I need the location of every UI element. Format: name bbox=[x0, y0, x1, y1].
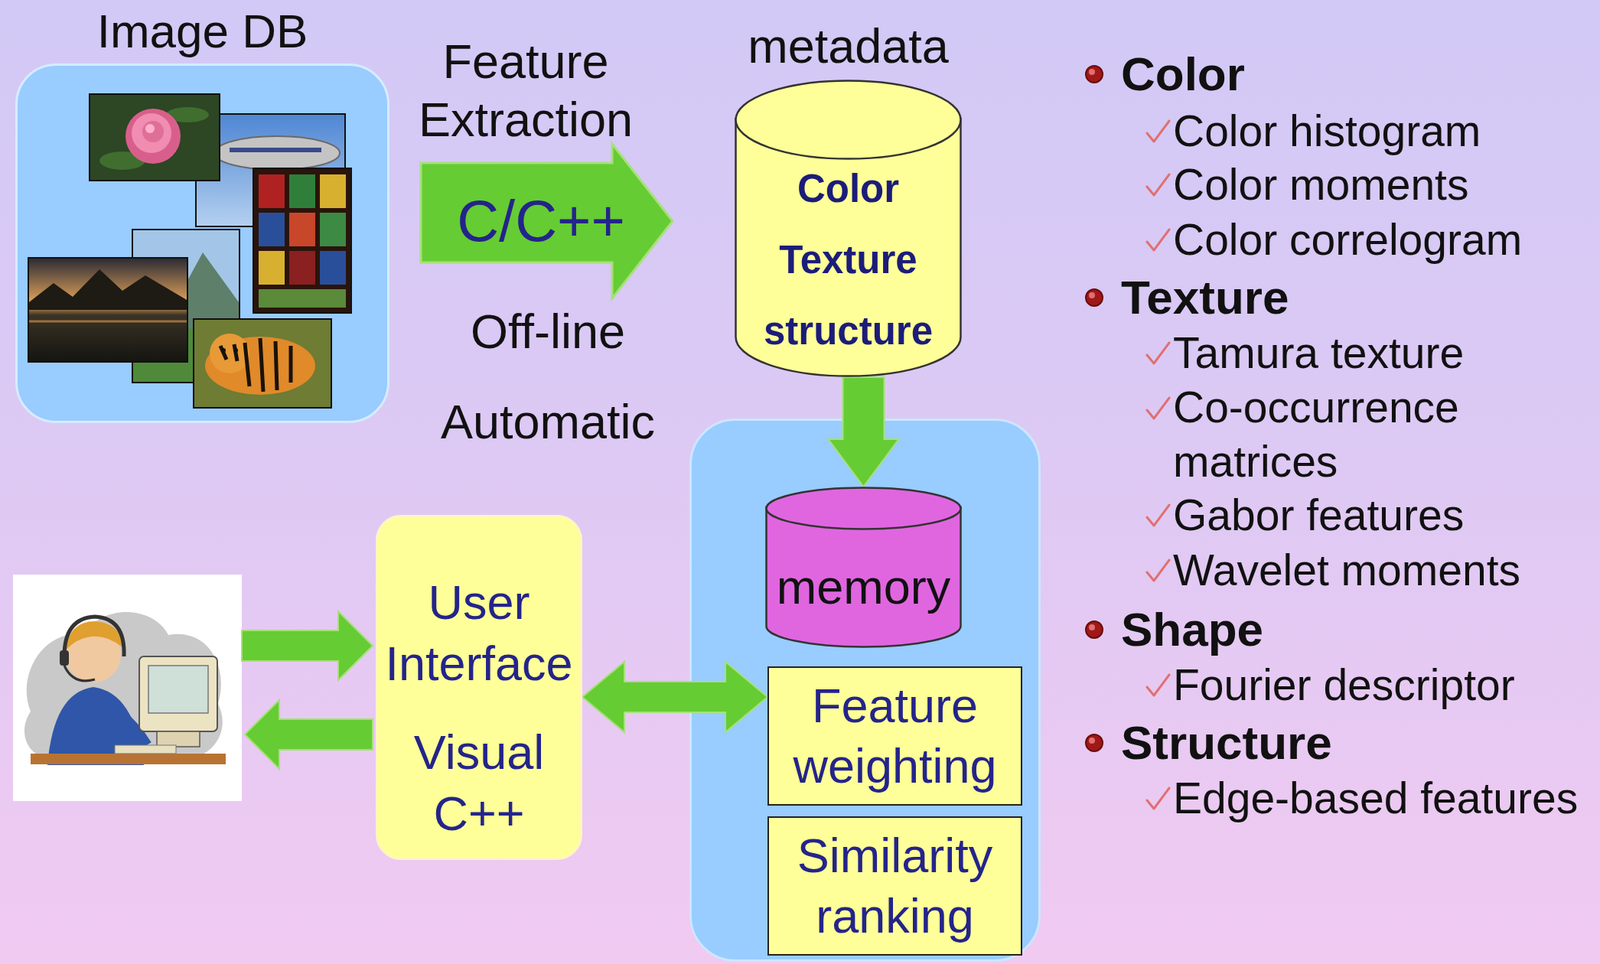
memory-cylinder: memory bbox=[765, 486, 962, 649]
label-slot: Structure bbox=[1120, 715, 1333, 771]
label-slot: Wavelet moments bbox=[1173, 542, 1521, 598]
box-subtitle: Visual C++ bbox=[378, 721, 581, 844]
language-label: C/C++ bbox=[420, 143, 662, 256]
step-label: Feature Extraction bbox=[372, 32, 679, 149]
feature-item: Gabor features bbox=[1173, 487, 1464, 543]
label-slot: Co-occurrence matrices bbox=[1173, 380, 1495, 489]
feature-item: Tamura texture bbox=[1173, 325, 1464, 381]
box-title: User Interface bbox=[378, 517, 581, 695]
category-heading: Shape bbox=[1120, 602, 1264, 658]
feature-item: Color correlogram bbox=[1173, 211, 1522, 268]
metadata-cylinder: metadataColor Texture structure bbox=[734, 79, 962, 378]
label-slot: Shape bbox=[1120, 602, 1264, 658]
check-marks bbox=[1147, 120, 1170, 809]
feature-item: Wavelet moments bbox=[1173, 542, 1521, 598]
label-slot: Edge-based features bbox=[1173, 770, 1578, 826]
list-bullets bbox=[1085, 65, 1103, 752]
process-box: Similarity ranking bbox=[767, 816, 1023, 956]
label-slot: Color moments bbox=[1173, 156, 1469, 212]
store-label: memory bbox=[765, 486, 962, 614]
feature-list: Color Texture structure bbox=[756, 153, 941, 367]
feature-item: Color moments bbox=[1173, 156, 1469, 212]
label-slot: Tamura texture bbox=[1173, 325, 1464, 381]
category-heading: Texture bbox=[1120, 270, 1289, 326]
step-label: Off-line bbox=[394, 304, 701, 359]
user-output-arrow bbox=[244, 700, 373, 770]
feature-item: Edge-based features bbox=[1173, 770, 1578, 826]
label-slot: Texture bbox=[1120, 270, 1289, 326]
category-heading: Structure bbox=[1120, 715, 1333, 771]
process-box: Feature weighting bbox=[767, 666, 1023, 806]
category-heading: Color bbox=[1120, 46, 1245, 102]
feature-item: Fourier descriptor bbox=[1173, 657, 1516, 713]
store-heading: metadata bbox=[734, 19, 962, 73]
extraction-arrow: C/C++ bbox=[420, 143, 674, 300]
user-input-arrow bbox=[241, 611, 373, 681]
user-illustration bbox=[13, 574, 242, 802]
label-slot: Color histogram bbox=[1173, 103, 1481, 159]
ui-box: User InterfaceVisual C++ bbox=[375, 514, 583, 861]
image-db-panel: Image DB bbox=[15, 63, 390, 424]
arrow-shape bbox=[420, 143, 673, 299]
label-slot: Fourier descriptor bbox=[1173, 657, 1516, 713]
panel-heading: Image DB bbox=[17, 4, 388, 59]
label-slot: Automatic bbox=[394, 394, 701, 449]
box-label: Similarity ranking bbox=[769, 825, 1021, 947]
label-slot: Color bbox=[1120, 46, 1245, 102]
label-slot: Off-line bbox=[394, 304, 701, 359]
feature-item: Color histogram bbox=[1173, 103, 1481, 159]
feature-item: Co-occurrence matrices bbox=[1173, 380, 1495, 489]
step-label: Automatic bbox=[394, 394, 701, 449]
label-slot: Feature Extraction bbox=[372, 32, 679, 149]
cylinder-top bbox=[766, 488, 962, 530]
box-label: Feature weighting bbox=[769, 675, 1021, 797]
label-slot: Gabor features bbox=[1173, 487, 1464, 543]
thick-arrow bbox=[828, 377, 900, 487]
label-slot: Color correlogram bbox=[1173, 211, 1522, 268]
thick-arrow bbox=[582, 661, 768, 733]
cylinder-top bbox=[736, 81, 962, 160]
